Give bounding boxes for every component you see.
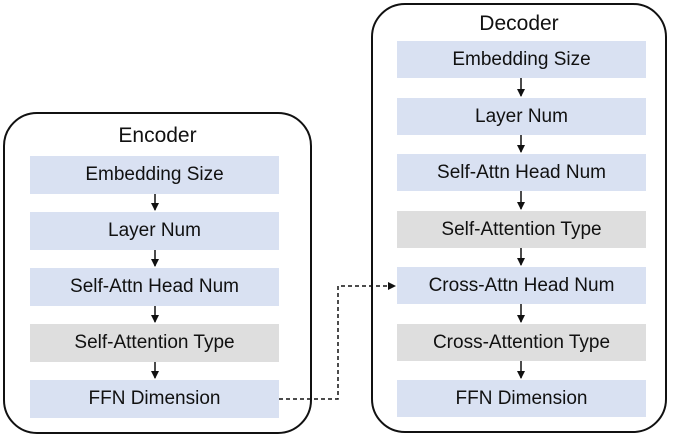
encoder-layer-num-block: Layer Num [30,212,279,250]
decoder-ffn-dimension-block: FFN Dimension [397,380,646,417]
decoder-self-attn-head-num-block: Self-Attn Head Num [397,154,646,191]
encoder-self-attn-head-num-block: Self-Attn Head Num [30,268,279,306]
encoder-title: Encoder [118,124,197,147]
decoder-title: Decoder [479,12,559,35]
decoder-layer-num-block: Layer Num [397,98,646,135]
decoder-cross-attn-head-num-block: Cross-Attn Head Num [397,267,646,304]
decoder-embedding-size-block: Embedding Size [397,41,646,78]
encoder-embedding-size-block: Embedding Size [30,156,279,194]
decoder-cross-attention-type-block: Cross-Attention Type [397,324,646,361]
encoder-self-attention-type-block: Self-Attention Type [30,324,279,362]
encoder-ffn-dimension-block: FFN Dimension [30,380,279,418]
decoder-self-attention-type-block: Self-Attention Type [397,211,646,248]
